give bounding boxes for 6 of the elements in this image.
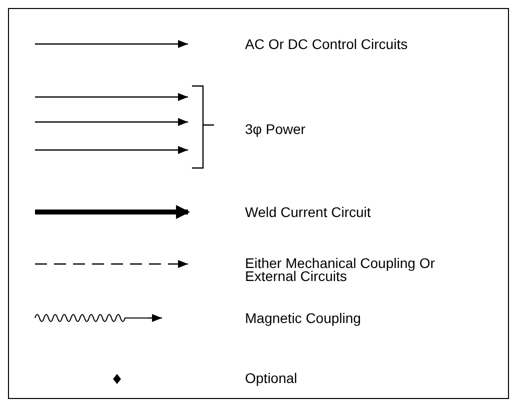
legend-label: Magnetic Coupling <box>245 312 362 325</box>
legend-label: 3φ Power <box>245 123 306 136</box>
legend-label: AC Or DC Control Circuits <box>245 38 409 51</box>
legend-label: Optional <box>245 372 298 385</box>
legend-label: Weld Current Circuit <box>245 206 372 219</box>
legend-label: Either Mechanical Coupling Or External Circuits <box>245 257 436 283</box>
